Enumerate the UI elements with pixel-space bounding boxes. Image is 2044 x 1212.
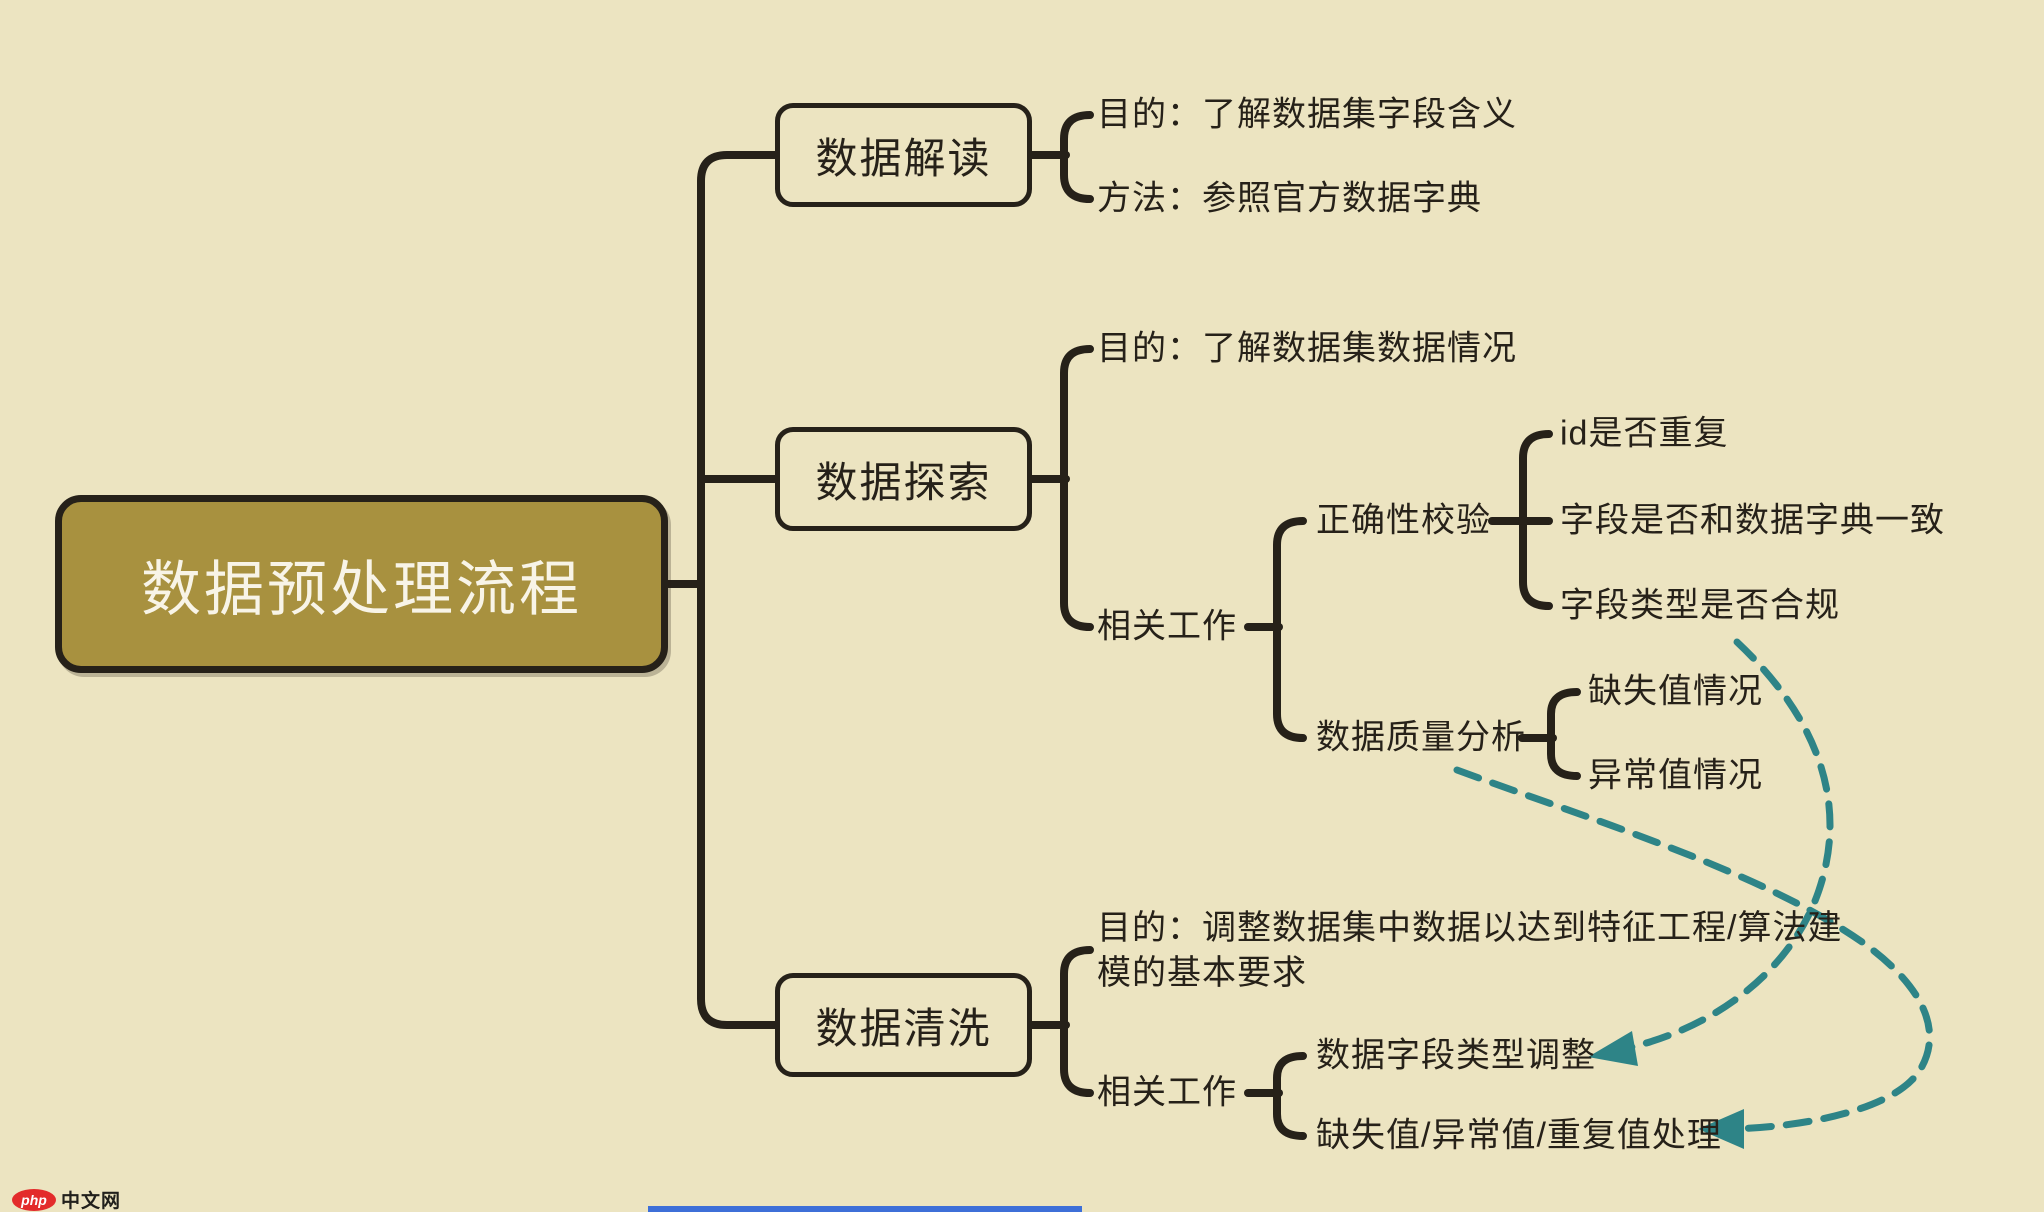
bracket-quality	[1547, 688, 1581, 780]
bracket-clean-work	[1273, 1052, 1307, 1140]
tree-connectors	[660, 111, 1581, 1140]
label-interpret-purpose: 目的：了解数据集字段含义	[1097, 95, 1517, 134]
branch-node-clean: 数据清洗	[775, 973, 1032, 1077]
label-id-duplicate: id是否重复	[1560, 414, 1729, 453]
connector-trunk	[697, 151, 779, 1029]
label-correctness: 正确性校验	[1316, 501, 1491, 540]
label-interpret-method: 方法：参照官方数据字典	[1097, 179, 1482, 218]
dashed-curve	[1610, 638, 1834, 1055]
dashed-arrow-type-adjust	[1588, 638, 1834, 1066]
label-missing-values: 缺失值情况	[1588, 672, 1763, 711]
label-quality: 数据质量分析	[1316, 718, 1526, 757]
label-clean-purpose: 目的：调整数据集中数据以达到特征工程/算法建模的基本要求	[1097, 909, 1843, 992]
bracket-clean	[1060, 946, 1094, 1097]
branch-node-interpret: 数据解读	[775, 103, 1032, 207]
label-field-dict-match: 字段是否和数据字典一致	[1560, 501, 1945, 540]
arrow-left-icon	[1588, 1031, 1638, 1066]
branch-node-explore: 数据探索	[775, 427, 1032, 531]
dashed-arrow-missing-handle	[1453, 766, 1934, 1149]
bracket-explore	[1060, 345, 1094, 631]
watermark: php 中文网	[12, 1186, 121, 1212]
label-field-type-valid: 字段类型是否合规	[1560, 586, 1840, 625]
label-clean-work: 相关工作	[1097, 1073, 1237, 1112]
arrow-left-icon	[1698, 1109, 1744, 1149]
bracket-explore-work	[1273, 517, 1307, 742]
dashed-curve	[1453, 766, 1934, 1133]
root-node: 数据预处理流程	[55, 495, 668, 673]
label-type-adjust: 数据字段类型调整	[1316, 1036, 1596, 1075]
watermark-site-name: 中文网	[61, 1191, 122, 1212]
progress-bar	[648, 1206, 1082, 1212]
label-missing-outlier-dup-handle: 缺失值/异常值/重复值处理	[1316, 1116, 1722, 1155]
bracket-interpret	[1060, 111, 1094, 203]
label-explore-work: 相关工作	[1097, 607, 1237, 646]
label-explore-purpose: 目的：了解数据集数据情况	[1097, 329, 1517, 368]
php-logo-icon: php	[12, 1188, 56, 1211]
label-outlier-values: 异常值情况	[1588, 756, 1763, 795]
